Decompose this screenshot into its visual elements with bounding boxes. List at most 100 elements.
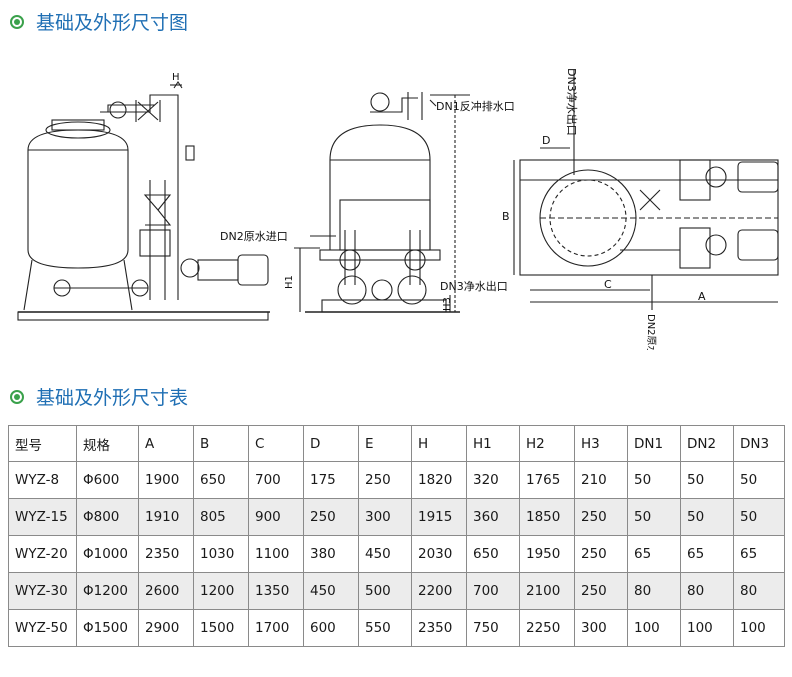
col-header: 型号 xyxy=(8,425,77,462)
table-cell: 1915 xyxy=(411,498,467,536)
table-cell: 250 xyxy=(574,572,628,610)
col-header: DN3 xyxy=(733,425,785,462)
side-view: H1 H3 DN1反冲排水口 DN2原水进口 DN3净水出口 xyxy=(220,92,515,313)
dim-d-label: D xyxy=(542,134,550,147)
table-cell: 700 xyxy=(466,572,520,610)
table-cell: 550 xyxy=(358,609,412,647)
table-cell: 210 xyxy=(574,461,628,499)
table-cell: 700 xyxy=(248,461,304,499)
table-cell: 1200 xyxy=(193,572,249,610)
col-header: H xyxy=(411,425,467,462)
table-cell: WYZ-8 xyxy=(8,461,77,499)
col-header: H1 xyxy=(466,425,520,462)
table-cell: 50 xyxy=(627,498,681,536)
table-cell: 2600 xyxy=(138,572,194,610)
table-cell: 360 xyxy=(466,498,520,536)
dim-b-label: B xyxy=(502,210,510,223)
table-cell: 2250 xyxy=(519,609,575,647)
col-header: D xyxy=(303,425,359,462)
table-section-header: 基础及外形尺寸表 xyxy=(10,383,188,410)
table-cell: 65 xyxy=(733,535,785,573)
table-cell: 250 xyxy=(574,498,628,536)
col-header: 规格 xyxy=(76,425,139,462)
table-cell: 80 xyxy=(627,572,681,610)
table-cell: 175 xyxy=(303,461,359,499)
table-cell: Φ1000 xyxy=(76,535,139,573)
table-cell: 750 xyxy=(466,609,520,647)
table-section-title: 基础及外形尺寸表 xyxy=(36,387,189,409)
col-header: A xyxy=(138,425,194,462)
col-header: DN1 xyxy=(627,425,681,462)
col-header: E xyxy=(358,425,412,462)
table-cell: WYZ-50 xyxy=(8,609,77,647)
table-cell: Φ1200 xyxy=(76,572,139,610)
table-cell: 300 xyxy=(574,609,628,647)
table-cell: 2350 xyxy=(411,609,467,647)
table-cell: 65 xyxy=(627,535,681,573)
table-cell: 450 xyxy=(303,572,359,610)
table-cell: 1950 xyxy=(519,535,575,573)
col-header: H3 xyxy=(574,425,628,462)
front-motor xyxy=(237,254,269,286)
table-cell: 500 xyxy=(358,572,412,610)
table-cell: 650 xyxy=(193,461,249,499)
table-cell: 320 xyxy=(466,461,520,499)
dim-a-label: A xyxy=(698,290,706,303)
table-header-row: 型号 规格 A B C D E H H1 H2 H3 DN1 DN2 DN3 xyxy=(8,425,785,462)
table-cell: 300 xyxy=(358,498,412,536)
tank-body xyxy=(27,129,129,269)
dn1-label: DN1反冲排水口 xyxy=(436,99,515,113)
drawing-section-header: 基础及外形尺寸图 xyxy=(10,8,188,35)
dim-c-label: C xyxy=(604,278,612,291)
table-cell: Φ600 xyxy=(76,461,139,499)
plan-view: B D C A DN3净水出口 DN2原水出口 xyxy=(502,68,779,350)
table-cell: Φ800 xyxy=(76,498,139,536)
table-cell: WYZ-20 xyxy=(8,535,77,573)
col-header: H2 xyxy=(519,425,575,462)
table-cell: 380 xyxy=(303,535,359,573)
dn2-bottom-label: DN2原水出口 xyxy=(645,314,658,350)
table-cell: WYZ-15 xyxy=(8,498,77,536)
col-header: DN2 xyxy=(680,425,734,462)
table-cell: 650 xyxy=(466,535,520,573)
table-cell: 450 xyxy=(358,535,412,573)
table-cell: 250 xyxy=(303,498,359,536)
table-cell: WYZ-30 xyxy=(8,572,77,610)
circle-bullet-icon xyxy=(10,389,24,404)
front-base xyxy=(17,311,269,321)
table-cell: 50 xyxy=(627,461,681,499)
dimension-drawing: H H1 H3 DN1反冲排水口 DN2原水进口 DN3净水出口 xyxy=(17,68,779,350)
dim-h-label: H xyxy=(172,72,180,83)
table-cell: 1820 xyxy=(411,461,467,499)
tank-flange-top xyxy=(45,121,111,139)
col-header: C xyxy=(248,425,304,462)
side-tank-body xyxy=(329,124,431,251)
side-pump-left xyxy=(337,275,367,305)
table-cell: 2100 xyxy=(519,572,575,610)
table-cell: 1900 xyxy=(138,461,194,499)
drawing-section-title: 基础及外形尺寸图 xyxy=(36,12,189,34)
side-pump-right xyxy=(397,275,427,305)
front-view: H xyxy=(17,72,270,321)
table-cell: 80 xyxy=(733,572,785,610)
table-cell: Φ1500 xyxy=(76,609,139,647)
table-cell: 250 xyxy=(358,461,412,499)
dn3-top-label: DN3净水出口 xyxy=(565,68,579,136)
table-cell: 1350 xyxy=(248,572,304,610)
table-cell: 50 xyxy=(733,461,785,499)
table-cell: 65 xyxy=(680,535,734,573)
table-cell: 100 xyxy=(733,609,785,647)
dn3-side-label: DN3净水出口 xyxy=(440,279,508,293)
table-cell: 600 xyxy=(303,609,359,647)
table-cell: 1700 xyxy=(248,609,304,647)
spec-table: 型号 规格 A B C D E H H1 H2 H3 DN1 DN2 DN3 W… xyxy=(8,425,785,647)
table-cell: 2900 xyxy=(138,609,194,647)
table-cell: 1850 xyxy=(519,498,575,536)
table-cell: 50 xyxy=(733,498,785,536)
table-cell: 50 xyxy=(680,461,734,499)
dim-h3-label: H3 xyxy=(442,297,453,311)
table-cell: 2200 xyxy=(411,572,467,610)
